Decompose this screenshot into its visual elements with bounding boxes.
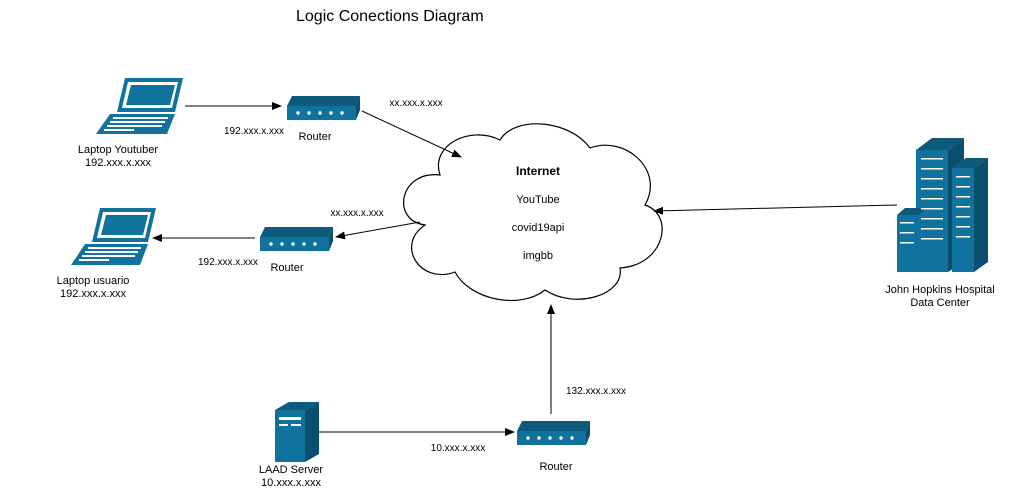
- router-mid-icon: [260, 227, 333, 251]
- laptop-usuario-ip: 192.xxx.x.xxx: [59, 288, 127, 300]
- link-ip-router-top-internet: xx.xxx.x.xxx: [389, 98, 443, 109]
- internet-label: Internet: [515, 164, 560, 178]
- datacenter-icon: [897, 138, 988, 272]
- link-ip-router-mid-usuario: 192.xxx.x.xxx: [197, 257, 259, 268]
- laptop-usuario-icon: [71, 208, 156, 265]
- link-ip-internet-router-mid: xx.xxx.x.xxx: [330, 208, 384, 219]
- datacenter-name-line2: Data Center: [910, 297, 970, 309]
- internet-cloud: [403, 123, 663, 302]
- service-youtube: YouTube: [516, 194, 560, 206]
- link-router-top-internet: [361, 110, 462, 158]
- router-mid-label: Router: [270, 262, 304, 274]
- link-internet-router-mid: [335, 221, 421, 240]
- service-covid19api: covid19api: [511, 222, 565, 234]
- link-datacenter-internet: [653, 204, 898, 215]
- laptop-youtuber-ip: 192.xxx.x.xxx: [84, 157, 152, 169]
- datacenter-name-line1: John Hopkins Hospital: [885, 284, 995, 296]
- laptop-youtuber-icon: [96, 78, 183, 134]
- server-icon: [275, 402, 319, 462]
- router-bottom-icon: [517, 421, 590, 445]
- router-top-label: Router: [298, 131, 332, 143]
- link-ip-youtuber-router: 192.xxx.x.xxx: [223, 126, 285, 137]
- link-ip-router-bottom-internet: 132.xxx.x.xxx: [565, 386, 627, 397]
- laad-server-name: LAAD Server: [258, 464, 324, 476]
- service-imgbb: imgbb: [523, 250, 553, 262]
- link-ip-server-router: 10.xxx.x.xxx: [430, 443, 486, 454]
- router-top-icon: [287, 96, 360, 120]
- laad-server-ip: 10.xxx.x.xxx: [261, 477, 321, 489]
- diagram-title: Logic Conections Diagram: [296, 8, 484, 25]
- laptop-youtuber-name: Laptop Youtuber: [77, 144, 159, 156]
- laptop-usuario-name: Laptop usuario: [56, 275, 130, 287]
- router-bottom-label: Router: [539, 461, 573, 473]
